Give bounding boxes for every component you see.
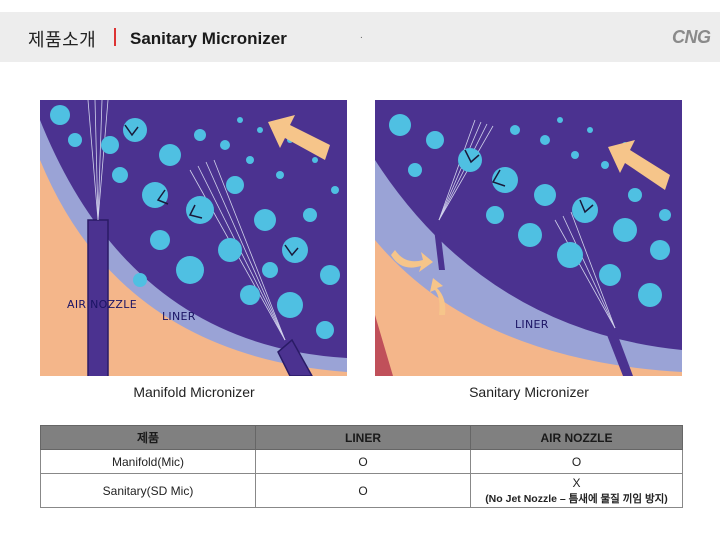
page-header (0, 12, 720, 62)
circulation-arrow-left (391, 250, 433, 272)
page-title: Sanitary Micronizer (130, 29, 287, 48)
cell-air-nozzle: X (No Jet Nozzle – 틈새에 물질 끼임 방지) (470, 473, 683, 508)
table-row: Manifold(Mic) O O (40, 449, 683, 474)
header-air-nozzle: AIR NOZZLE (470, 425, 683, 450)
liner-label-right: LINER (515, 318, 549, 331)
fracture-marks (464, 149, 594, 214)
comparison-table: 제품 LINER AIR NOZZLE Manifold(Mic) O O Sa… (40, 425, 683, 508)
circulation-arrow-bottom (430, 278, 446, 315)
outer-casing (375, 240, 682, 376)
table-header-row: 제품 LINER AIR NOZZLE (40, 425, 683, 450)
caption-manifold: Manifold Micronizer (133, 384, 255, 400)
caption-sanitary: Sanitary Micronizer (469, 384, 589, 400)
cell-product: Sanitary(SD Mic) (40, 473, 256, 508)
fracture-marks (124, 124, 299, 257)
liner-gap-upper (433, 220, 445, 270)
air-nozzle-note: (No Jet Nozzle – 틈새에 물질 끼임 방지) (485, 492, 668, 505)
liner-label-left: LINER (162, 310, 196, 323)
liner-nozzle (277, 338, 313, 376)
header-dot: . (360, 30, 363, 41)
air-nozzle-mark: X (572, 475, 581, 490)
table-row: Sanitary(SD Mic) O X (No Jet Nozzle – 틈새… (40, 473, 683, 508)
particles (50, 105, 340, 339)
flow-arrow (608, 140, 670, 190)
cell-liner: O (255, 449, 471, 474)
flow-arrow (268, 115, 330, 160)
company-logo: CNG (672, 27, 711, 47)
cell-air-nozzle: O (470, 449, 683, 474)
cell-product: Manifold(Mic) (40, 449, 256, 474)
header-category: 제품소개 (28, 30, 97, 51)
air-nozzle-label: AIR NOZZLE (67, 298, 137, 311)
header-divider (114, 28, 116, 46)
jet-streams (438, 119, 616, 329)
outer-casing (40, 160, 347, 376)
cell-liner: O (255, 473, 471, 508)
seal-edge (375, 315, 393, 376)
header-product: 제품 (40, 425, 256, 450)
liner-gap-lower (607, 328, 633, 376)
manifold-micronizer-diagram (40, 100, 347, 376)
header-liner: LINER (255, 425, 471, 450)
sanitary-micronizer-diagram (375, 100, 682, 376)
